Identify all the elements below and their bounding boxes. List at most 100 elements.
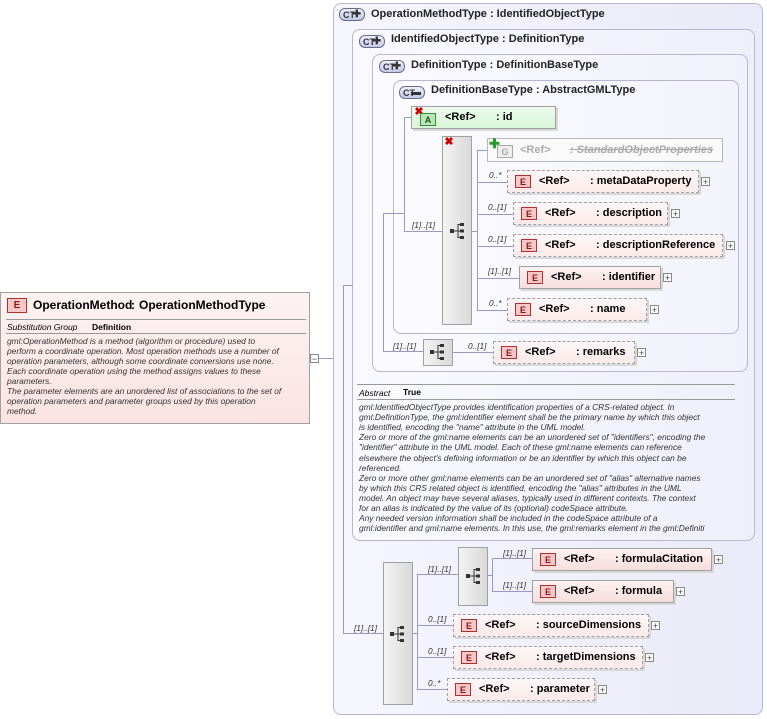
connector [477,214,513,215]
ct-title-identified-object-type: IdentifiedObjectType : DefinitionType [391,33,585,45]
element-formula[interactable]: E <Ref> : formula [532,580,674,603]
connector [417,574,418,689]
ct-badge-icon: CT✚ [359,35,385,48]
element-name: : metaDataProperty [590,175,692,187]
cardinality-label: [1]..[1] [428,564,452,574]
connector [404,117,405,232]
root-doc-line: parameters. [7,376,52,386]
element-name: : name [590,303,626,315]
root-collapse-toggle[interactable]: − [310,354,319,364]
expand-toggle[interactable]: + [701,177,710,187]
group-badge: G [497,145,513,158]
connector [492,591,532,592]
element-identifier[interactable]: E <Ref> : identifier [519,266,661,289]
root-element-name: OperationMethod [33,298,133,312]
expand-toggle[interactable]: + [726,241,735,251]
connector [492,558,493,591]
root-divider-1 [6,319,306,320]
expand-toggle[interactable]: + [714,555,723,565]
connector [417,625,453,626]
ct-badge-icon: CT▬ [399,86,425,99]
connector [477,150,478,310]
element-badge: E [501,346,517,359]
abstract-doc-line: gml:identifier and gml:name elements. In… [359,523,705,534]
root-element-box[interactable]: E OperationMethod : OperationMethodType … [0,292,310,424]
ct-title-operation-method-type: OperationMethodType : IdentifiedObjectTy… [371,8,605,20]
substitution-group-label: Substitution Group [7,322,78,332]
connector [417,689,447,690]
abstract-doc-line: by which this CRS related object is iden… [359,482,682,493]
connector [417,657,453,658]
element-ref: <Ref> [564,585,595,597]
element-badge: E [515,175,531,188]
cardinality-label: [1]..[1] [488,266,512,276]
connector [413,633,418,634]
abstract-doc-line: "identifier" attribute in the UML model.… [359,442,682,453]
element-parameter[interactable]: E <Ref> : parameter [447,678,595,701]
abstract-doc-line: for an alias is indicated by the value o… [359,503,629,513]
expand-toggle[interactable]: + [650,305,659,315]
sequence-icon [390,626,404,642]
element-remarks[interactable]: E <Ref> : remarks [493,341,635,364]
element-name: : formulaCitation [615,553,703,565]
expand-toggle[interactable]: + [598,685,607,695]
sequence-compositor[interactable] [383,562,413,705]
root-doc-line: gml:OperationMethod is a method (algorit… [7,336,256,346]
expand-toggle[interactable]: + [645,653,654,663]
group-standard-object-properties[interactable]: ✚ G <Ref> : StandardObjectProperties [487,137,723,162]
element-name: : targetDimensions [536,651,636,663]
connector [417,574,458,575]
attribute-ref: <Ref> [445,111,476,123]
abstract-doc-line: referenced. [359,462,402,473]
element-badge: E [461,651,477,664]
element-sourcedimensions[interactable]: E <Ref> : sourceDimensions [453,614,649,637]
root-doc-line: Each coordinate operation using the meth… [7,366,261,376]
root-doc-line: operation parameters and parameter group… [7,396,256,406]
element-name-ref[interactable]: E <Ref> : name [507,298,647,321]
cardinality-label: [1]..[1] [503,580,527,590]
connector [488,575,493,576]
element-formulacitation[interactable]: E <Ref> : formulaCitation [532,548,712,571]
expand-toggle[interactable]: + [651,621,660,631]
connector [492,558,532,559]
ct-badge-icon: CT✚ [379,60,405,73]
connector [343,633,383,634]
root-doc-line: method. [7,406,38,416]
ct-title-definition-base-type: DefinitionBaseType : AbstractGMLType [431,84,636,96]
element-name: : descriptionReference [596,239,716,251]
element-descriptionreference[interactable]: E <Ref> : descriptionReference [513,234,723,257]
expand-toggle[interactable]: + [663,273,672,283]
element-ref: <Ref> [485,651,516,663]
abstract-divider-bottom [357,399,735,400]
abstract-label: Abstract [359,388,391,398]
root-element-sep: : [131,298,135,312]
cardinality-label: 0..[1] [488,202,507,212]
root-doc-line: The parameter elements are an unordered … [7,386,282,396]
abstract-doc-line: gml:IdentifiedObjectType provides identi… [359,402,675,412]
connector [383,213,404,214]
expand-toggle[interactable]: + [637,348,646,358]
element-badge: E [461,619,477,632]
element-targetdimensions[interactable]: E <Ref> : targetDimensions [453,646,643,669]
element-metadataproperty[interactable]: E <Ref> : metaDataProperty [507,170,699,193]
attribute-id[interactable]: ✖ A <Ref> : id [411,106,556,129]
element-badge: E [521,207,537,220]
root-element-type: OperationMethodType [139,298,266,312]
element-ref: <Ref> [545,239,576,251]
connector [383,351,423,352]
connector [404,117,412,118]
cardinality-label: 0..[1] [428,614,447,624]
element-name: : description [596,207,663,219]
root-element-badge: E [7,298,27,313]
connector [404,231,442,232]
root-divider-2 [6,333,306,334]
abstract-doc-line: Any needed version information shall be … [359,513,658,524]
element-ref: <Ref> [539,303,570,315]
expand-toggle[interactable]: + [676,587,685,597]
element-description[interactable]: E <Ref> : description [513,202,668,225]
expand-toggle[interactable]: + [671,209,680,219]
cardinality-label: 0..* [489,170,502,180]
connector [343,285,344,633]
element-badge: E [540,585,556,598]
connector [472,231,478,232]
